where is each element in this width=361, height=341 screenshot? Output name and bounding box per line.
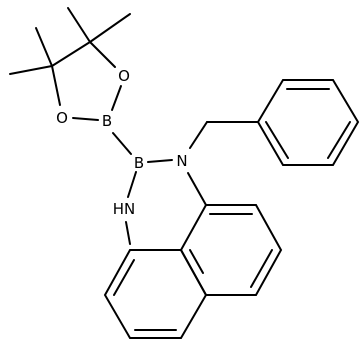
bond-nh-c [125,221,131,245]
atom-b-ring: B [134,154,144,172]
bond-c-o-upper [89,41,116,68]
naphthalene-core [103,204,283,339]
atom-o-upper: O [118,67,130,85]
bond-methyl-1 [67,7,91,43]
bond-n-ch2 [189,121,208,149]
atom-nh: HN [113,200,136,218]
diazaborinine-ring [125,159,207,245]
bond-o-b-lower [72,117,99,121]
dioxaborolane-ring [51,41,122,121]
phenyl-ring [256,79,360,166]
bond-n-c [187,172,207,206]
bond-methyl-3 [35,27,53,67]
bond-b-n [147,159,173,163]
atom-o-lower: O [56,109,68,127]
naphthalene-left-ring [103,249,208,339]
bond-o-b-upper [111,85,122,111]
benzyl-group [189,79,360,166]
naphthalene-double-2 [250,249,273,288]
bond-methyl-4 [9,65,53,75]
atom-labels: O O B B N HN [56,67,188,218]
naphthalene-double-3 [189,249,204,274]
naphthalene-right-ring [179,204,283,296]
pinacol-methyls [9,7,131,75]
phenyl-double-2 [327,121,351,159]
bond-b-nh [127,171,137,198]
naphthalene-double-5 [113,259,135,296]
bond-c-c-pinacol [51,41,91,67]
phenyl-double-3 [265,121,289,159]
atom-b-pinacol: B [102,112,112,130]
bond-methyl-2 [89,13,131,43]
atom-n-benzyl: N [176,152,187,170]
bond-c-o-lower [51,65,61,106]
bond-b-b [112,132,132,155]
